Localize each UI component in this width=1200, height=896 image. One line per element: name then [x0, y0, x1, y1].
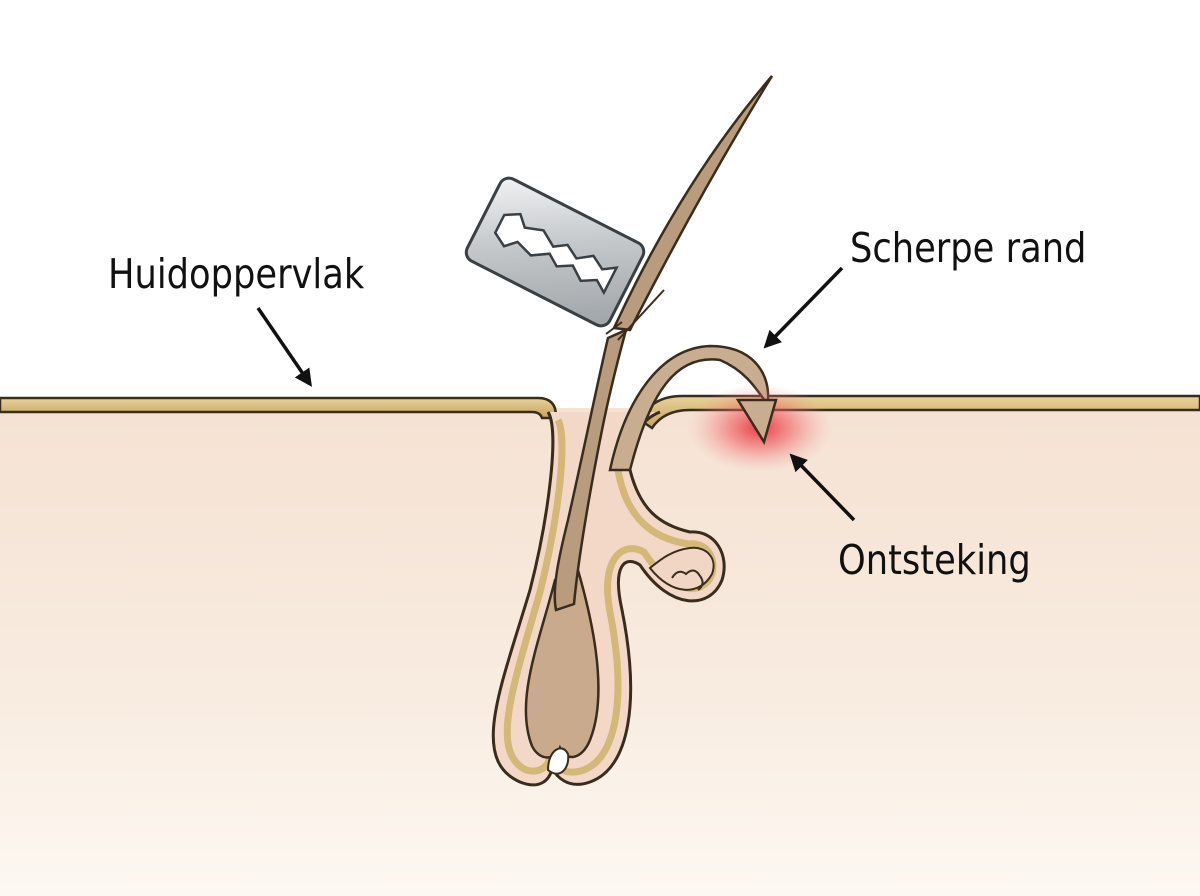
hair-cut-line-2 — [617, 289, 665, 341]
hair-shaft-upper — [612, 75, 774, 332]
dermal-papilla — [546, 747, 570, 775]
razor-blade-icon — [464, 176, 646, 328]
pointer-arrow-icon — [256, 307, 312, 387]
sebaceous-gland — [648, 546, 715, 591]
follicle-inner-layer — [503, 412, 717, 776]
ingrown-hair-tip — [735, 398, 778, 446]
pointer-arrow-icon — [789, 453, 856, 522]
hair-cut-line — [605, 321, 623, 335]
hair-shaft-lower — [553, 327, 628, 612]
skin-surface-layer — [0, 396, 558, 420]
label-skin-surface: Huidoppervlak — [108, 250, 365, 298]
sebaceous-gland-detail — [671, 569, 704, 591]
label-inflammation: Ontsteking — [838, 536, 1031, 584]
label-sharp-edge: Scherpe rand — [850, 224, 1087, 272]
pointer-arrow-icon — [763, 266, 844, 349]
